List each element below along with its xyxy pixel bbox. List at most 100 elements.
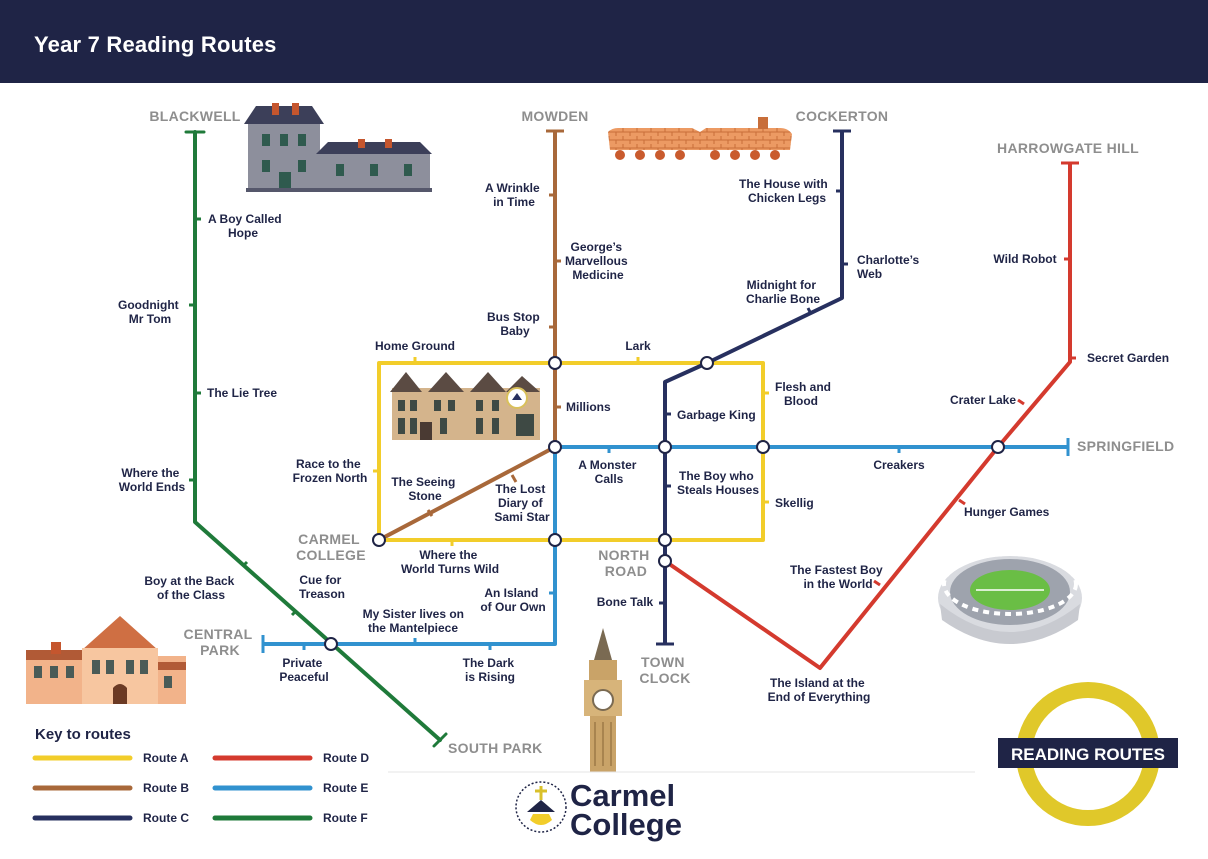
school-building-illustration bbox=[390, 372, 540, 440]
station-lark: Lark bbox=[625, 339, 651, 353]
label-line: The Boy who bbox=[679, 469, 754, 483]
central-park-building-illustration bbox=[26, 616, 186, 704]
station-secret-garden: Secret Garden bbox=[1087, 351, 1169, 365]
key-label: Route E bbox=[323, 781, 368, 795]
brand-line-2: College bbox=[570, 807, 682, 842]
interchange-node bbox=[658, 554, 672, 568]
key-item-route-f: Route F bbox=[212, 811, 368, 825]
key-item-route-d: Route D bbox=[212, 751, 369, 765]
label-line: in Time bbox=[493, 195, 535, 209]
label-line: Sami Star bbox=[494, 510, 550, 524]
station-the-lost-diary-of-sami-star: The Lost Diary of Sami Star bbox=[494, 482, 550, 524]
station-boy-at-the-back: Boy at the Back of the Class bbox=[144, 574, 237, 602]
label-line: is Rising bbox=[465, 670, 515, 684]
station-hunger-games: Hunger Games bbox=[964, 505, 1050, 519]
label-line: Peaceful bbox=[279, 670, 328, 684]
blackwell-house-illustration bbox=[244, 103, 432, 192]
label-line: the Mantelpiece bbox=[368, 621, 458, 635]
reading-routes-roundel: READING ROUTES bbox=[998, 682, 1178, 826]
interchange-node bbox=[548, 356, 562, 370]
label-line: Where the bbox=[121, 466, 179, 480]
label-line: The Lie Tree bbox=[207, 386, 277, 400]
station-midnight-for-charlie-bone: Midnight for Charlie Bone bbox=[746, 278, 820, 306]
label-line: The Lost bbox=[495, 482, 545, 496]
station-race-to-the-frozen-north: Race to the Frozen North bbox=[293, 457, 368, 485]
brand-line-1: Carmel bbox=[570, 778, 675, 813]
interchange-node bbox=[372, 533, 386, 547]
station-where-the-world-turns-wild: Where the World Turns Wild bbox=[401, 548, 499, 576]
label-line: CLOCK bbox=[639, 670, 690, 686]
terminus-south-park: SOUTH PARK bbox=[448, 740, 543, 756]
label-line: My Sister lives on bbox=[363, 607, 464, 621]
label-line: Bone Talk bbox=[597, 595, 654, 609]
label-line: in the World bbox=[803, 577, 872, 591]
header-bar: Year 7 Reading Routes bbox=[0, 0, 1208, 83]
label-line: A Boy Called bbox=[208, 212, 282, 226]
label-line: Race to the bbox=[296, 457, 361, 471]
big-ben-clock-tower-illustration bbox=[584, 628, 622, 772]
station-a-boy-called-hope: A Boy Called Hope bbox=[208, 212, 285, 240]
station-creakers: Creakers bbox=[873, 458, 925, 472]
key-title: Key to routes bbox=[35, 726, 131, 743]
label-line: The Dark bbox=[463, 656, 515, 670]
label-line: Steals Houses bbox=[677, 483, 759, 497]
label-line: Flesh and bbox=[775, 380, 831, 394]
label-line: Millions bbox=[566, 400, 611, 414]
route-f-line bbox=[184, 130, 448, 748]
station-charlottes-web: Charlotte’s Web bbox=[857, 253, 923, 281]
station-where-the-world-ends: Where the World Ends bbox=[119, 466, 186, 494]
label-line: TOWN bbox=[641, 654, 685, 670]
station-the-boy-who-steals-houses: The Boy who Steals Houses bbox=[677, 469, 759, 497]
cockerton-brick-boat-illustration bbox=[608, 117, 792, 160]
label-line: End of Everything bbox=[768, 690, 871, 704]
label-line: The Fastest Boy bbox=[790, 563, 883, 577]
label-line: NORTH bbox=[598, 547, 649, 563]
terminus-cockerton: COCKERTON bbox=[796, 108, 889, 124]
label-line: of Our Own bbox=[480, 600, 545, 614]
interchange-node bbox=[991, 440, 1005, 454]
station-goodnight-mr-tom: Goodnight Mr Tom bbox=[118, 298, 182, 326]
label-line: CENTRAL bbox=[184, 626, 253, 642]
label-line: World Turns Wild bbox=[401, 562, 499, 576]
station-bone-talk: Bone Talk bbox=[597, 595, 654, 609]
station-crater-lake: Crater Lake bbox=[950, 393, 1016, 407]
station-cue-for-treason: Cue for Treason bbox=[299, 573, 345, 601]
terminus-mowden: MOWDEN bbox=[521, 108, 588, 124]
station-the-dark-is-rising: The Dark is Rising bbox=[463, 656, 518, 684]
interchange-node bbox=[324, 637, 338, 651]
carmel-college-logo: Carmel College bbox=[515, 778, 682, 842]
route-e-line bbox=[261, 438, 1070, 653]
station-my-sister-lives: My Sister lives on the Mantelpiece bbox=[363, 607, 468, 635]
label-line: PARK bbox=[200, 642, 240, 658]
station-ticks bbox=[189, 189, 1076, 650]
terminus-harrowgate-hill: HARROWGATE HILL bbox=[997, 140, 1139, 156]
key-label: Route A bbox=[143, 751, 189, 765]
label-line: Goodnight bbox=[118, 298, 179, 312]
interchange-node bbox=[756, 440, 770, 454]
page-title: Year 7 Reading Routes bbox=[34, 32, 277, 57]
label-line: Skellig bbox=[775, 496, 814, 510]
key-label: Route B bbox=[143, 781, 189, 795]
key-label: Route C bbox=[143, 811, 189, 825]
interchange-node bbox=[658, 440, 672, 454]
station-skellig: Skellig bbox=[775, 496, 814, 510]
label-line: Midnight for bbox=[747, 278, 817, 292]
route-key: Key to routes Route A Route B Route C Ro… bbox=[32, 726, 369, 825]
label-line: Stone bbox=[408, 489, 442, 503]
key-item-route-c: Route C bbox=[32, 811, 189, 825]
station-a-monster-calls: A Monster Calls bbox=[578, 458, 640, 486]
terminus-carmel-college: CARMEL COLLEGE bbox=[296, 531, 366, 563]
key-item-route-e: Route E bbox=[212, 781, 368, 795]
label-line: Creakers bbox=[873, 458, 925, 472]
station-the-house-with-chicken-legs: The House with Chicken Legs bbox=[739, 177, 831, 205]
label-line: CARMEL bbox=[298, 531, 360, 547]
label-line: Treason bbox=[299, 587, 345, 601]
label-line: Diary of bbox=[498, 496, 544, 510]
label-line: Where the bbox=[419, 548, 477, 562]
station-the-fastest-boy: The Fastest Boy in the World bbox=[790, 563, 886, 591]
label-line: Home Ground bbox=[375, 339, 455, 353]
station-garbage-king: Garbage King bbox=[677, 408, 756, 422]
label-line: COLLEGE bbox=[296, 547, 366, 563]
interchange-stations bbox=[324, 356, 1005, 651]
label-line: An Island bbox=[484, 586, 538, 600]
